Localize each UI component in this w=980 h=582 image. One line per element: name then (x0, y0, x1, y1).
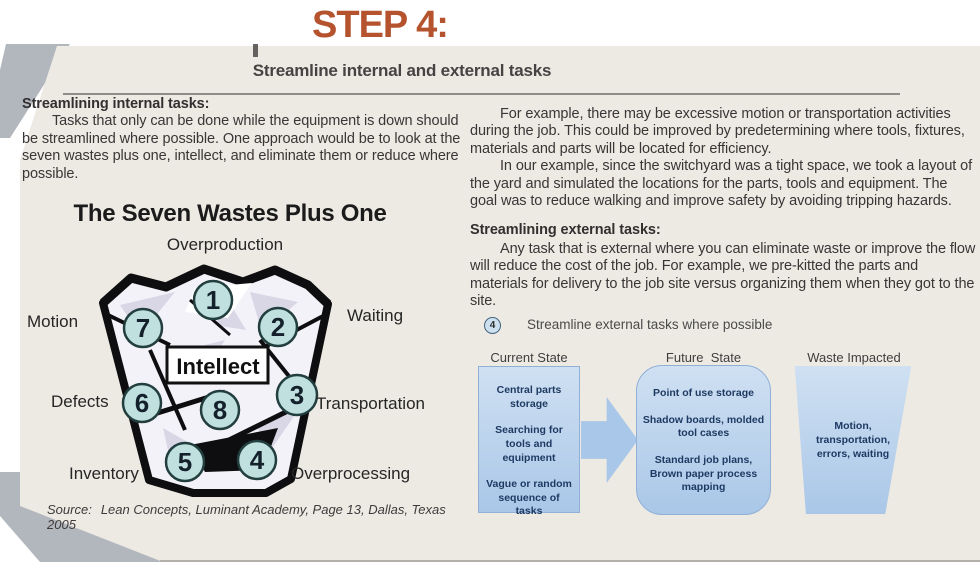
print-artifact (253, 44, 258, 57)
header-divider-line (63, 93, 900, 95)
waste-label-defects: Defects (51, 392, 109, 411)
step-number-badge: 4 (484, 317, 501, 334)
panel-bottom-edge (160, 560, 980, 562)
waste-label-overproduction: Overproduction (166, 235, 284, 254)
waste-number-5: 5 (178, 447, 192, 477)
waste-label-motion: Motion (27, 312, 79, 331)
wastes-diagram-title: The Seven Wastes Plus One (73, 200, 387, 227)
current-state-item: Central parts storage (496, 384, 562, 410)
future-state-item: Standard job plans, Brown paper process … (649, 453, 758, 494)
waste-label-transportation: Transportation (316, 394, 425, 413)
waste-label-inventory: Inventory (69, 464, 139, 483)
source-citation: Source:Lean Concepts, Luminant Academy, … (47, 502, 477, 532)
current-state-item: Vague or random sequence of tasks (486, 478, 572, 518)
internal-tasks-paragraph: Tasks that only can be done while the eq… (22, 113, 461, 182)
internal-tasks-heading: Streamlining internal tasks: (22, 96, 210, 112)
intellect-label: Intellect (176, 354, 260, 379)
future-state-box: Point of use storage Shadow boards, mold… (636, 365, 771, 515)
waste-number-8: 8 (213, 395, 227, 425)
waste-number-6: 6 (135, 388, 149, 418)
waste-number-7: 7 (136, 313, 150, 343)
wastebasket-illustration: Intellect 1 2 3 4 5 6 7 8 (99, 264, 332, 497)
waste-label-waiting: Waiting (347, 306, 404, 325)
page-subtitle: Streamline internal and external tasks (252, 61, 552, 80)
page-title: STEP 4: (312, 4, 449, 46)
waste-label-overprocessing: Overprocessing (291, 464, 411, 483)
right-paragraph-1: For example, there may be excessive moti… (470, 106, 965, 157)
waste-impacted-header: Waste Impacted (807, 350, 901, 365)
future-state-item: Shadow boards, molded tool cases (642, 413, 765, 440)
internal-tasks-section: Streamlining internal tasks: Tasks that … (22, 96, 465, 183)
intellect-box (165, 345, 270, 385)
external-tasks-heading: Streamlining external tasks: (470, 222, 661, 239)
future-state-header: Future State (665, 350, 742, 365)
waste-number-1: 1 (206, 285, 220, 315)
waste-number-3: 3 (290, 380, 304, 410)
current-state-box: Central parts storage Searching for tool… (478, 366, 580, 517)
current-state-header: Current State (490, 350, 568, 365)
waste-impacted-item: Motion, transportation, errors, waiting (815, 419, 891, 461)
external-tasks-section: For example, there may be excessive moti… (470, 106, 976, 310)
flow-caption: Streamline external tasks where possible (527, 317, 773, 332)
waste-number-4: 4 (250, 445, 265, 475)
future-state-item: Point of use storage (653, 387, 754, 399)
right-paragraph-3: Any task that is external where you can … (470, 240, 976, 310)
source-text: Lean Concepts, Luminant Academy, Page 13… (47, 502, 446, 532)
waste-number-circles: 1 2 3 4 5 6 7 8 (121, 279, 319, 483)
right-paragraph-2: In our example, since the switchyard was… (470, 158, 973, 210)
basket-rim (100, 264, 332, 308)
waste-number-2: 2 (271, 312, 285, 342)
current-state-item: Searching for tools and equipment (495, 424, 563, 464)
source-label: Source: (47, 502, 92, 517)
